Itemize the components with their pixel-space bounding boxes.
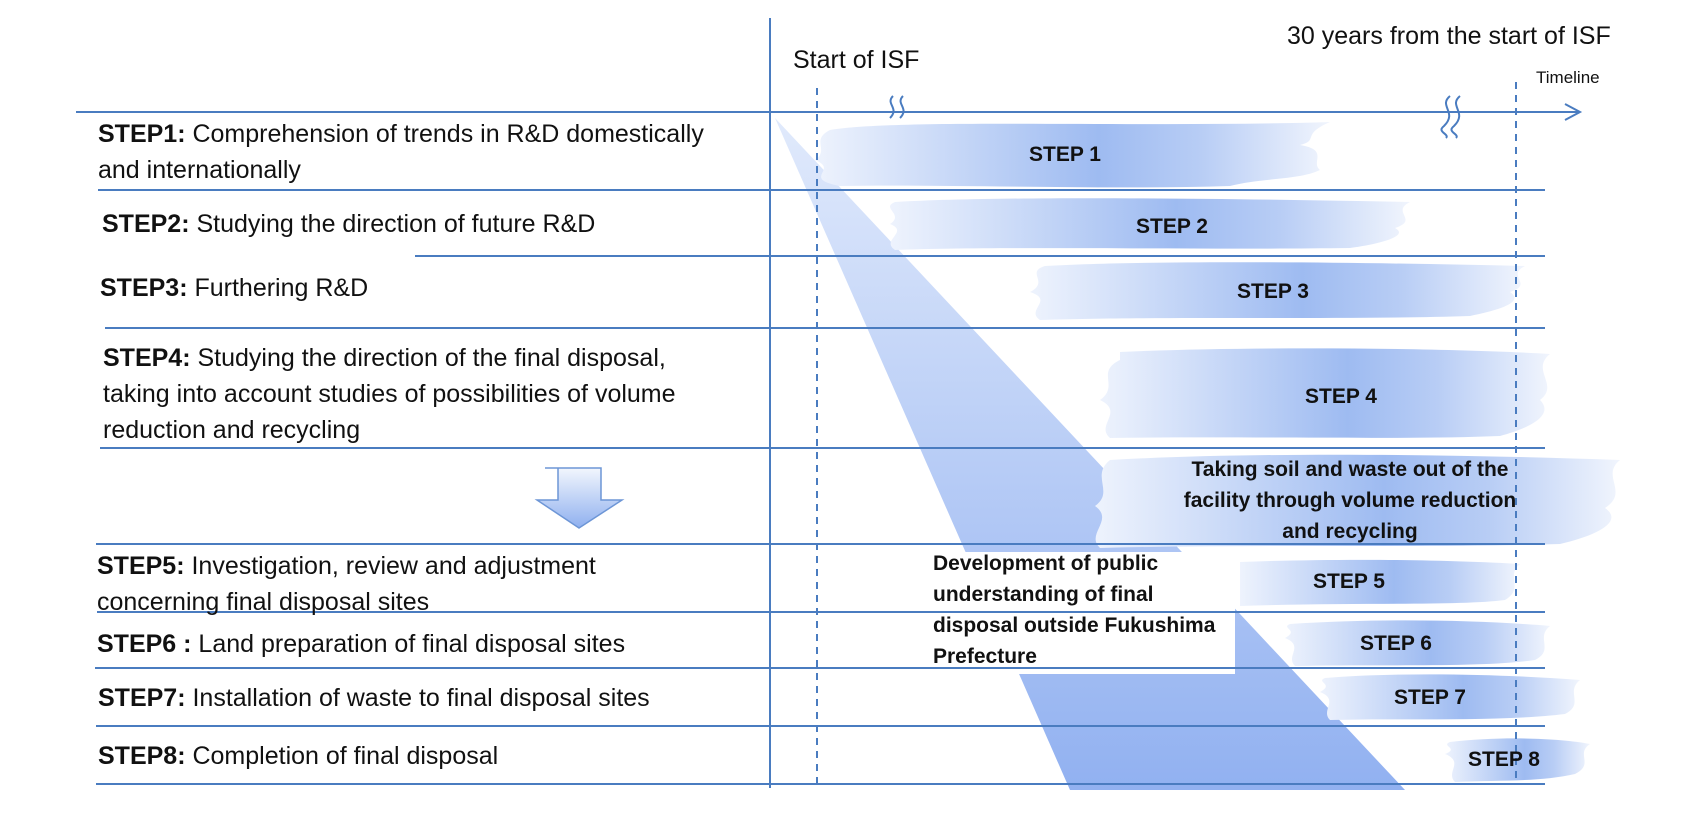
start-isf-label: Start of ISF: [793, 46, 920, 74]
bar-step8: [1445, 738, 1590, 782]
step-text: Land preparation of final disposal sites: [191, 630, 626, 658]
public-understanding-line: understanding of final: [933, 583, 1154, 606]
step-description-1: STEP1: Comprehension of trends in R&D do…: [98, 116, 704, 188]
public-understanding-line: disposal outside Fukushima: [933, 614, 1216, 637]
step-id: STEP2:: [102, 210, 190, 238]
bar-labels: STEP 1 STEP 2 STEP 3 STEP 4 STEP 5 STEP 6 STEP…: [1029, 143, 1540, 771]
step-text: Studying the direction of the final disp…: [190, 344, 666, 372]
bar-step2: [890, 198, 1410, 250]
row-separators: [95, 189, 1545, 785]
step-text: Investigation, review and adjustment: [184, 552, 596, 580]
step-text: Comprehension of trends in R&D domestica…: [185, 120, 704, 148]
bar-label-step7: STEP 7: [1394, 686, 1466, 709]
step-text: Completion of final disposal: [185, 742, 499, 770]
step-description-line: STEP8: Completion of final disposal: [98, 738, 498, 774]
step-id: STEP8:: [98, 742, 186, 770]
step-description-5: STEP5: Investigation, review and adjustm…: [97, 548, 596, 620]
public-understanding-line: Prefecture: [933, 645, 1037, 668]
step-description-line: STEP3: Furthering R&D: [100, 270, 368, 306]
step-description-line: STEP5: Investigation, review and adjustm…: [97, 548, 596, 584]
bar-label-step4: STEP 4: [1305, 385, 1377, 408]
step-description-line: taking into account studies of possibili…: [103, 380, 676, 408]
step-description-line: STEP7: Installation of waste to final di…: [98, 680, 650, 716]
step-description-4: STEP4: Studying the direction of the fin…: [103, 340, 676, 448]
step-description-line: STEP2: Studying the direction of future …: [102, 206, 595, 242]
timeline-label: Timeline: [1536, 68, 1600, 87]
bar-volume-reduction: [1095, 454, 1620, 548]
timeline-axis: [76, 95, 1583, 139]
step-id: STEP1:: [98, 120, 186, 148]
step-id: STEP4:: [103, 344, 191, 372]
bar-label-step8: STEP 8: [1468, 748, 1540, 771]
step-description-8: STEP8: Completion of final disposal: [98, 738, 498, 774]
bar-step5: [1240, 559, 1520, 606]
step-text: Furthering R&D: [187, 274, 369, 302]
bar-label-step1: STEP 1: [1029, 143, 1101, 166]
public-understanding-line: Development of public: [933, 552, 1159, 575]
step-description-line: and internationally: [98, 156, 301, 184]
step-text: Installation of waste to final disposal …: [185, 684, 650, 712]
volume-reduction-line: Taking soil and waste out of the: [1191, 458, 1509, 481]
down-arrow-icon: [534, 467, 625, 529]
bar-step4: [1100, 348, 1550, 438]
bar-label-step3: STEP 3: [1237, 280, 1309, 303]
step-description-3: STEP3: Furthering R&D: [100, 270, 368, 306]
public-understanding-wedge: [775, 118, 1405, 790]
bar-label-step5: STEP 5: [1313, 570, 1385, 593]
bar-label-step2: STEP 2: [1136, 215, 1208, 238]
bar-step1: [815, 122, 1330, 188]
volume-reduction-note: Taking soil and waste out of the facility…: [1145, 454, 1555, 547]
public-understanding-note: Development of public understanding of fi…: [933, 548, 1215, 672]
step-id: STEP3:: [100, 274, 188, 302]
step-id: STEP5:: [97, 552, 185, 580]
bar-label-step6: STEP 6: [1360, 632, 1432, 655]
step-description-6: STEP6 : Land preparation of final dispos…: [97, 626, 625, 662]
step-description-line: concerning final disposal sites: [97, 588, 430, 616]
bar-step3: [1030, 262, 1525, 320]
volume-reduction-line: facility through volume reduction: [1183, 489, 1517, 512]
step-description-7: STEP7: Installation of waste to final di…: [98, 680, 650, 716]
thirty-years-label: 30 years from the start of ISF: [1287, 22, 1611, 50]
step-text: Studying the direction of future R&D: [189, 210, 596, 238]
step-description-2: STEP2: Studying the direction of future …: [102, 206, 595, 242]
step-id: STEP6 :: [97, 630, 192, 658]
step-description-line: STEP6 : Land preparation of final dispos…: [97, 626, 625, 662]
step-description-line: STEP4: Studying the direction of the fin…: [103, 340, 676, 376]
step-description-line: STEP1: Comprehension of trends in R&D do…: [98, 116, 704, 152]
volume-reduction-line: and recycling: [1282, 520, 1418, 543]
step-description-line: reduction and recycling: [103, 416, 361, 444]
bar-step6: [1285, 620, 1550, 666]
step-id: STEP7:: [98, 684, 186, 712]
